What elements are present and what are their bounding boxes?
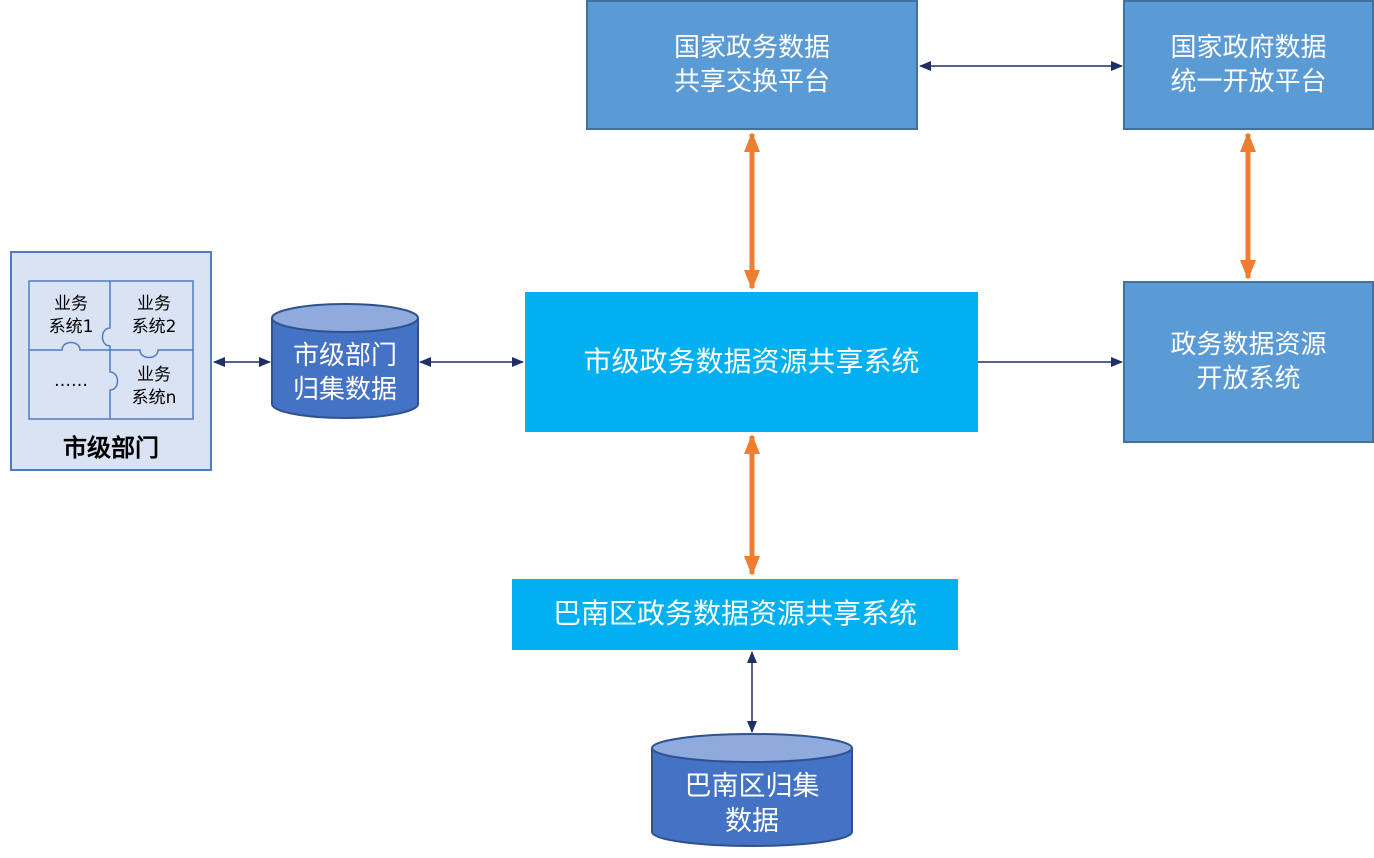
- puzzle-piece-1-label: 业务 系统1: [48, 294, 94, 337]
- cylinder-banan-data: [651, 733, 853, 847]
- national-open-platform-box: 国家政府数据 统一开放平台: [1123, 0, 1374, 130]
- banan-sharing-system-box: 巴南区政务数据资源共享系统: [512, 579, 958, 650]
- puzzle-piece-2-label: 业务 系统2: [131, 294, 177, 337]
- open-system-label: 政务数据资源 开放系统: [1170, 329, 1327, 394]
- open-system-box: 政务数据资源 开放系统: [1123, 281, 1374, 443]
- city-dept-data-label: 市级部门 归集数据: [292, 341, 397, 405]
- banan-data-label: 巴南区归集 数据: [684, 770, 820, 837]
- puzzle-piece-4-label: 业务 系统n: [131, 365, 177, 408]
- city-dept-label: 市级部门: [63, 434, 159, 462]
- city-sharing-system-box: 市级政务数据资源共享系统: [525, 292, 978, 432]
- national-exchange-platform-box: 国家政务数据 共享交换平台: [586, 0, 918, 130]
- national-open-platform-label: 国家政府数据 统一开放平台: [1170, 32, 1327, 97]
- puzzle-piece-3-label: ……: [54, 371, 88, 391]
- cylinder-city-dept-data: [271, 303, 419, 419]
- banan-sharing-system-label: 巴南区政务数据资源共享系统: [552, 597, 917, 631]
- national-exchange-platform-label: 国家政务数据 共享交换平台: [673, 32, 830, 97]
- city-sharing-system-label: 市级政务数据资源共享系统: [583, 344, 920, 378]
